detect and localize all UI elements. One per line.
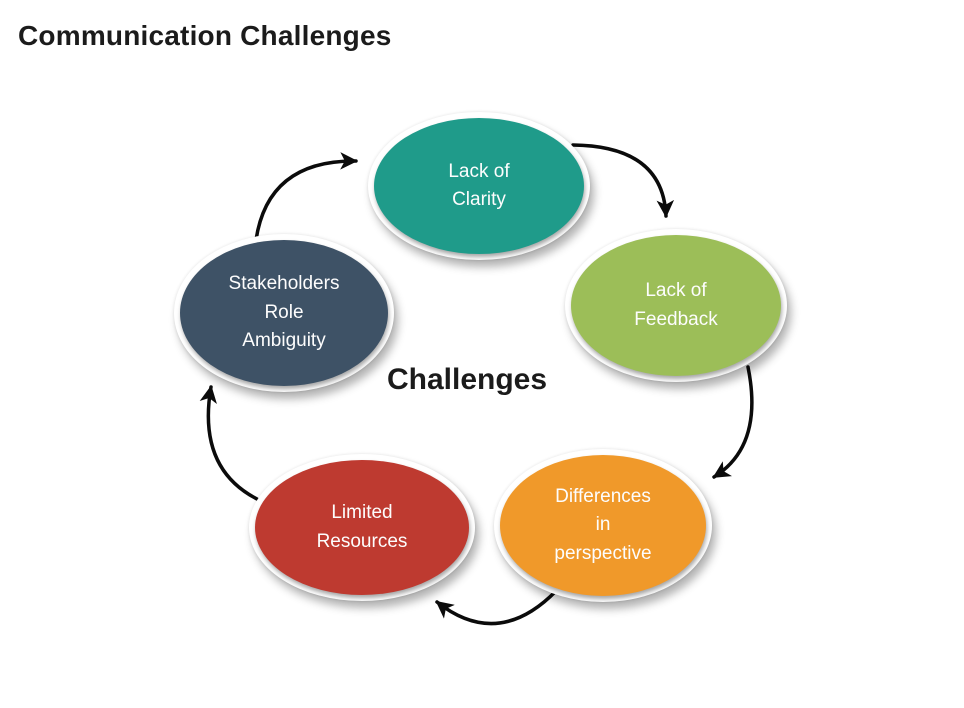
slide-title: Communication Challenges	[18, 20, 392, 51]
node-limited-resources-label: Limited Resources	[316, 502, 408, 552]
node-stakeholders-role-ambiguity-label: Stakeholders Role Ambiguity	[228, 273, 340, 352]
node-limited-resources-ellipse	[255, 460, 469, 595]
node-differences-in-perspective-ellipse	[500, 455, 706, 596]
node-lack-of-clarity-ellipse	[374, 118, 584, 254]
node-limited-resources: Limited Resources	[249, 454, 475, 601]
node-lack-of-clarity: Lack of Clarity	[368, 112, 590, 260]
node-stakeholders-role-ambiguity: Stakeholders Role Ambiguity	[174, 234, 394, 392]
arrow-stakeholders-to-clarity	[254, 152, 358, 242]
node-lack-of-feedback-label: Lack of Feedback	[634, 280, 718, 330]
node-stakeholders-role-ambiguity-ellipse	[180, 240, 388, 386]
node-differences-in-perspective-label: Differences in perspective	[554, 485, 652, 564]
arrow-feedback-to-differences	[712, 365, 754, 479]
node-lack-of-feedback-ellipse	[571, 235, 781, 376]
center-label: Challenges	[386, 363, 548, 396]
node-lack-of-clarity-label: Lack of Clarity	[448, 160, 510, 211]
node-differences-in-perspective: Differences in perspective	[494, 449, 712, 602]
node-lack-of-feedback: Lack of Feedback	[565, 229, 787, 382]
